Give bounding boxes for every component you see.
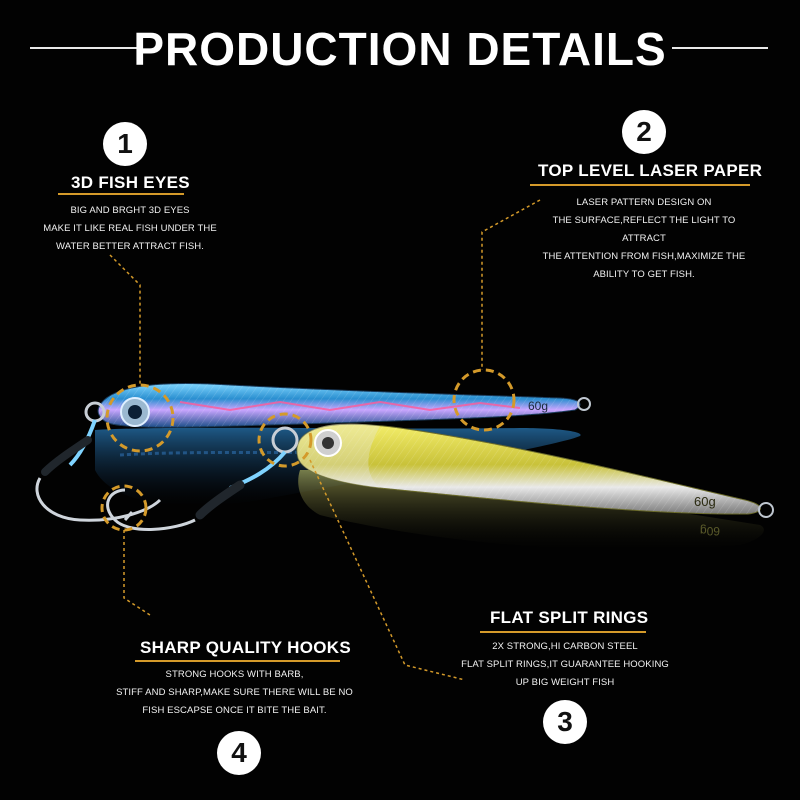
feature-2-rule <box>530 184 750 186</box>
feature-4-line: FISH ESCAPSE ONCE IT BITE THE BAIT. <box>142 705 327 716</box>
title-rule-right <box>672 47 768 49</box>
feature-2-line: ABILITY TO GET FISH. <box>593 269 695 280</box>
title-rule-left <box>30 47 138 49</box>
feature-2-line: THE ATTENTION FROM FISH,MAXIMIZE THE <box>542 251 746 262</box>
yellow-lure: 60g <box>296 423 774 518</box>
feature-3-rule <box>480 631 646 633</box>
blue-lure: 60g <box>97 383 591 428</box>
blue-lure-weight: 60g <box>528 399 548 413</box>
feature-3-number: 3 <box>543 700 587 744</box>
feature-3-line: UP BIG WEIGHT FISH <box>515 677 615 688</box>
feature-4-description: STRONG HOOKS WITH BARB, STIFF AND SHARP,… <box>112 666 357 720</box>
feature-1-title: 3D FISH EYES <box>71 173 190 192</box>
feature-4-title: SHARP QUALITY HOOKS <box>140 638 351 657</box>
feature-1-number: 1 <box>103 122 147 166</box>
feature-1-line: WATER BETTER ATTRACT FISH. <box>56 241 204 252</box>
feature-2-number: 2 <box>622 110 666 154</box>
yellow-lure-weight: 60g <box>694 494 716 509</box>
feature-2-line: LASER PATTERN DESIGN ON <box>576 197 712 208</box>
feature-4-number: 4 <box>217 731 261 775</box>
yellow-lure-weight-reflection: 60g <box>700 524 720 538</box>
eye-callout-circle <box>105 383 175 453</box>
feature-1-description: BIG AND BRGHT 3D EYES MAKE IT LIKE REAL … <box>30 202 230 256</box>
ring-callout-circle <box>257 412 313 468</box>
callout-markers <box>100 368 516 532</box>
feature-4-rule <box>135 660 340 662</box>
feature-3-title: FLAT SPLIT RINGS <box>490 608 649 627</box>
laser-callout-circle <box>452 368 516 432</box>
page-title: PRODUCTION DETAILS <box>133 23 667 75</box>
feature-1-line: BIG AND BRGHT 3D EYES <box>70 205 190 216</box>
leader-lines <box>109 199 541 681</box>
feature-2-title: TOP LEVEL LASER PAPER <box>538 161 763 180</box>
hook-callout-circle <box>100 484 148 532</box>
feature-3-line: 2X STRONG,HI CARBON STEEL <box>492 641 638 652</box>
feature-3-description: 2X STRONG,HI CARBON STEEL FLAT SPLIT RIN… <box>455 638 675 692</box>
feature-4-line: STIFF AND SHARP,MAKE SURE THERE WILL BE … <box>116 687 353 698</box>
feature-2-line: THE SURFACE,REFLECT THE LIGHT TO ATTRACT <box>552 215 736 244</box>
feature-4-line: STRONG HOOKS WITH BARB, <box>165 669 304 680</box>
feature-1-line: MAKE IT LIKE REAL FISH UNDER THE <box>43 223 217 234</box>
feature-1-rule <box>58 193 184 195</box>
feature-2-description: LASER PATTERN DESIGN ON THE SURFACE,REFL… <box>530 194 758 284</box>
feature-3-line: FLAT SPLIT RINGS,IT GUARANTEE HOOKING <box>461 659 669 670</box>
